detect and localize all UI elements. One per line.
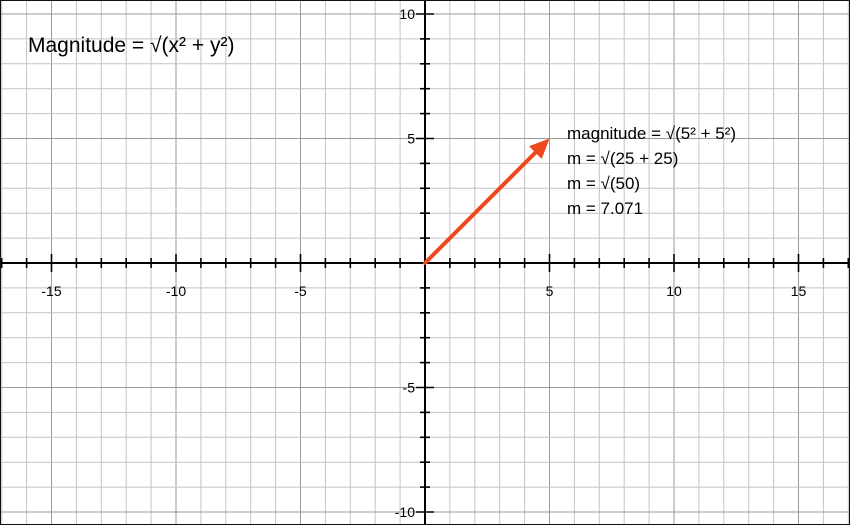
y-tick-label: 5 [407,131,415,147]
annotation-line-2: m = √(25 + 25) [567,149,678,168]
annotation-line-4: m = 7.071 [567,199,643,218]
vector-group [423,138,550,265]
x-tick-label: 5 [546,283,554,299]
y-tick-label: 10 [399,6,415,22]
vector-arrowhead [528,138,550,160]
x-tick-label: -5 [294,283,307,299]
x-tick-label: -15 [41,283,61,299]
vector-shaft [423,150,538,265]
tick-labels: -15 -10 -5 5 10 15 10 5 -5 -10 [41,6,806,520]
annotation-line-3: m = √(50) [567,174,640,193]
annotation-line-1: magnitude = √(5² + 5²) [567,124,736,143]
x-tick-label: 15 [791,283,807,299]
magnitude-formula: Magnitude = √(x² + y²) [28,34,234,57]
x-tick-label: 10 [666,283,682,299]
y-tick-label: -5 [403,380,416,396]
annotation-block: magnitude = √(5² + 5²) m = √(25 + 25) m … [567,124,736,218]
y-tick-label: -10 [395,504,415,520]
x-tick-label: -10 [166,283,186,299]
axis-ticks [0,13,850,513]
